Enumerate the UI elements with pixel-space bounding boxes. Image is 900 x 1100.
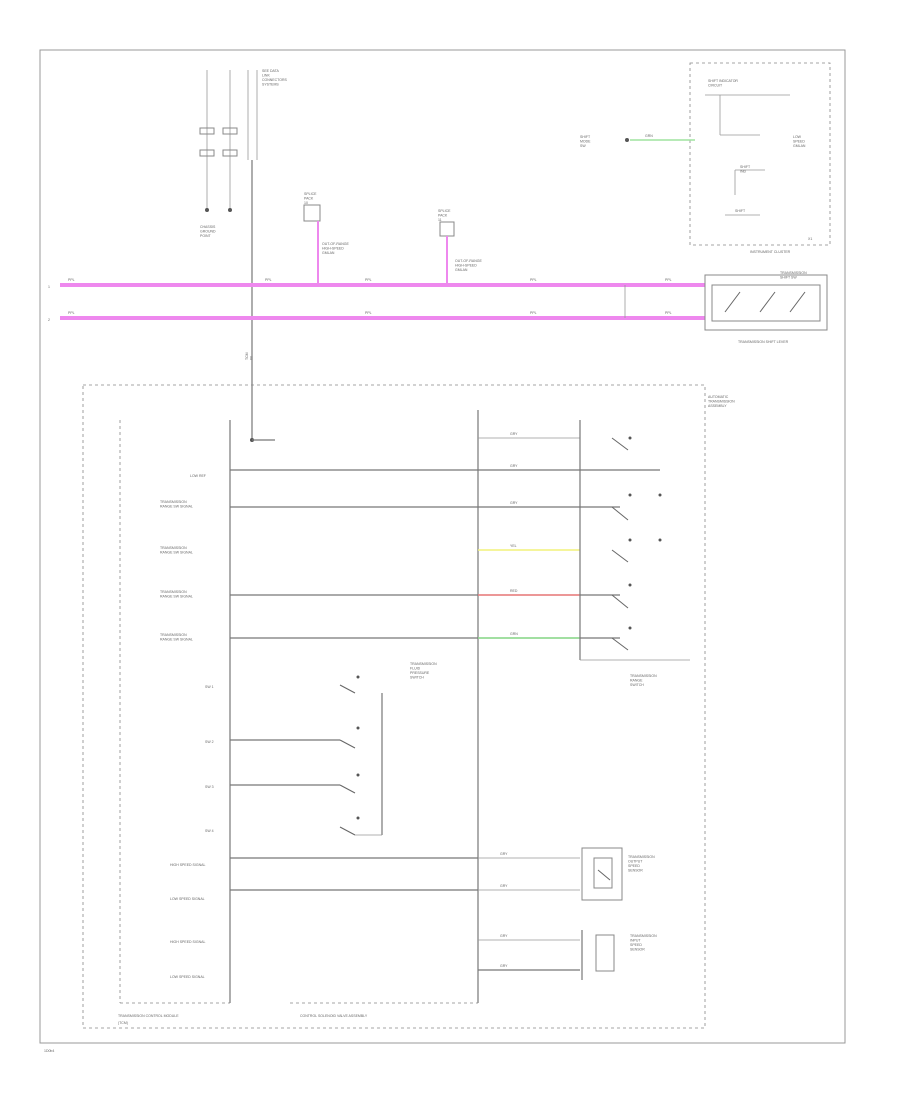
can-wire-label: PPL [68, 278, 75, 282]
can-line-1-id: 1 [48, 285, 50, 289]
signal-wires: GRY GRY RED GRN YEL GRY GRY GRY GRY GRY [230, 432, 660, 971]
wire-color-label: YEL [510, 544, 517, 548]
wire-color-label: GRN [510, 632, 518, 636]
tcm-pin-label: HIGH SPEED SIGNAL [170, 863, 205, 867]
valve-body-label: CONTROL SOLENOID VALVE ASSEMBLY [300, 1014, 368, 1018]
cluster-wire-color: GRN [645, 134, 653, 138]
wire-color-label: GRY [510, 501, 518, 505]
can-wire-label: PPL [365, 311, 372, 315]
can-wire-label: PPL [365, 278, 372, 282]
instrument-cluster-label: INSTRUMENT CLUSTER [750, 250, 791, 254]
tcm-pin-label: LOW REF [190, 474, 206, 478]
tcm-pin-label: SW 1 [205, 685, 214, 689]
can-bus: 1 2 PPL PPL PPL PPL PPL PPL PPL PPL PPL [48, 278, 705, 322]
wire-color-label: GRY [500, 964, 508, 968]
transmission-control-module: TRANSMISSION CONTROL MODULE (TCM) LOW RE… [118, 420, 275, 1025]
wire-color-label: RED [510, 589, 518, 593]
tcm-pin-label: HIGH SPEED SIGNAL [170, 940, 205, 944]
control-solenoid-valve-assembly: CONTROL SOLENOID VALVE ASSEMBLY [290, 410, 479, 1018]
tcm-pin-label: SW 2 [205, 740, 214, 744]
page-frame [39, 49, 846, 1044]
can-wire-label: PPL [665, 311, 672, 315]
wire-color-label: GRY [500, 884, 508, 888]
tcm-pin-label: SW 4 [205, 829, 214, 833]
can-wire-label: PPL [530, 278, 537, 282]
can-wire-label: PPL [265, 278, 272, 282]
can-wire-label: PPL [68, 311, 75, 315]
can-line-2-id: 2 [48, 318, 50, 322]
diagram-code: 1D0b4 [44, 1049, 54, 1053]
tcm-label: TRANSMISSION CONTROL MODULE [118, 1014, 179, 1018]
wire-color-label: GRY [500, 852, 508, 856]
wire-color-label: GRY [510, 432, 518, 436]
cluster-ref: X1 [808, 237, 812, 241]
can-wire-label: PPL [665, 278, 672, 282]
can-wire-label: PPL [530, 311, 537, 315]
wire-color-label: GRY [500, 934, 508, 938]
tcm-feed-label: TCM60 [245, 352, 254, 360]
tcm-pin-label: LOW SPEED SIGNAL [170, 897, 205, 901]
tcm-label-sub: (TCM) [118, 1021, 128, 1025]
transmission-assembly-box [82, 384, 706, 1029]
cluster-inner-text3: SHIFT [735, 209, 746, 213]
shift-lever-label: TRANSMISSION SHIFT LEVER [738, 340, 789, 344]
tcm-pin-label: LOW SPEED SIGNAL [170, 975, 205, 979]
wire-color-label: GRY [510, 464, 518, 468]
tcm-pin-label: SW 3 [205, 785, 214, 789]
